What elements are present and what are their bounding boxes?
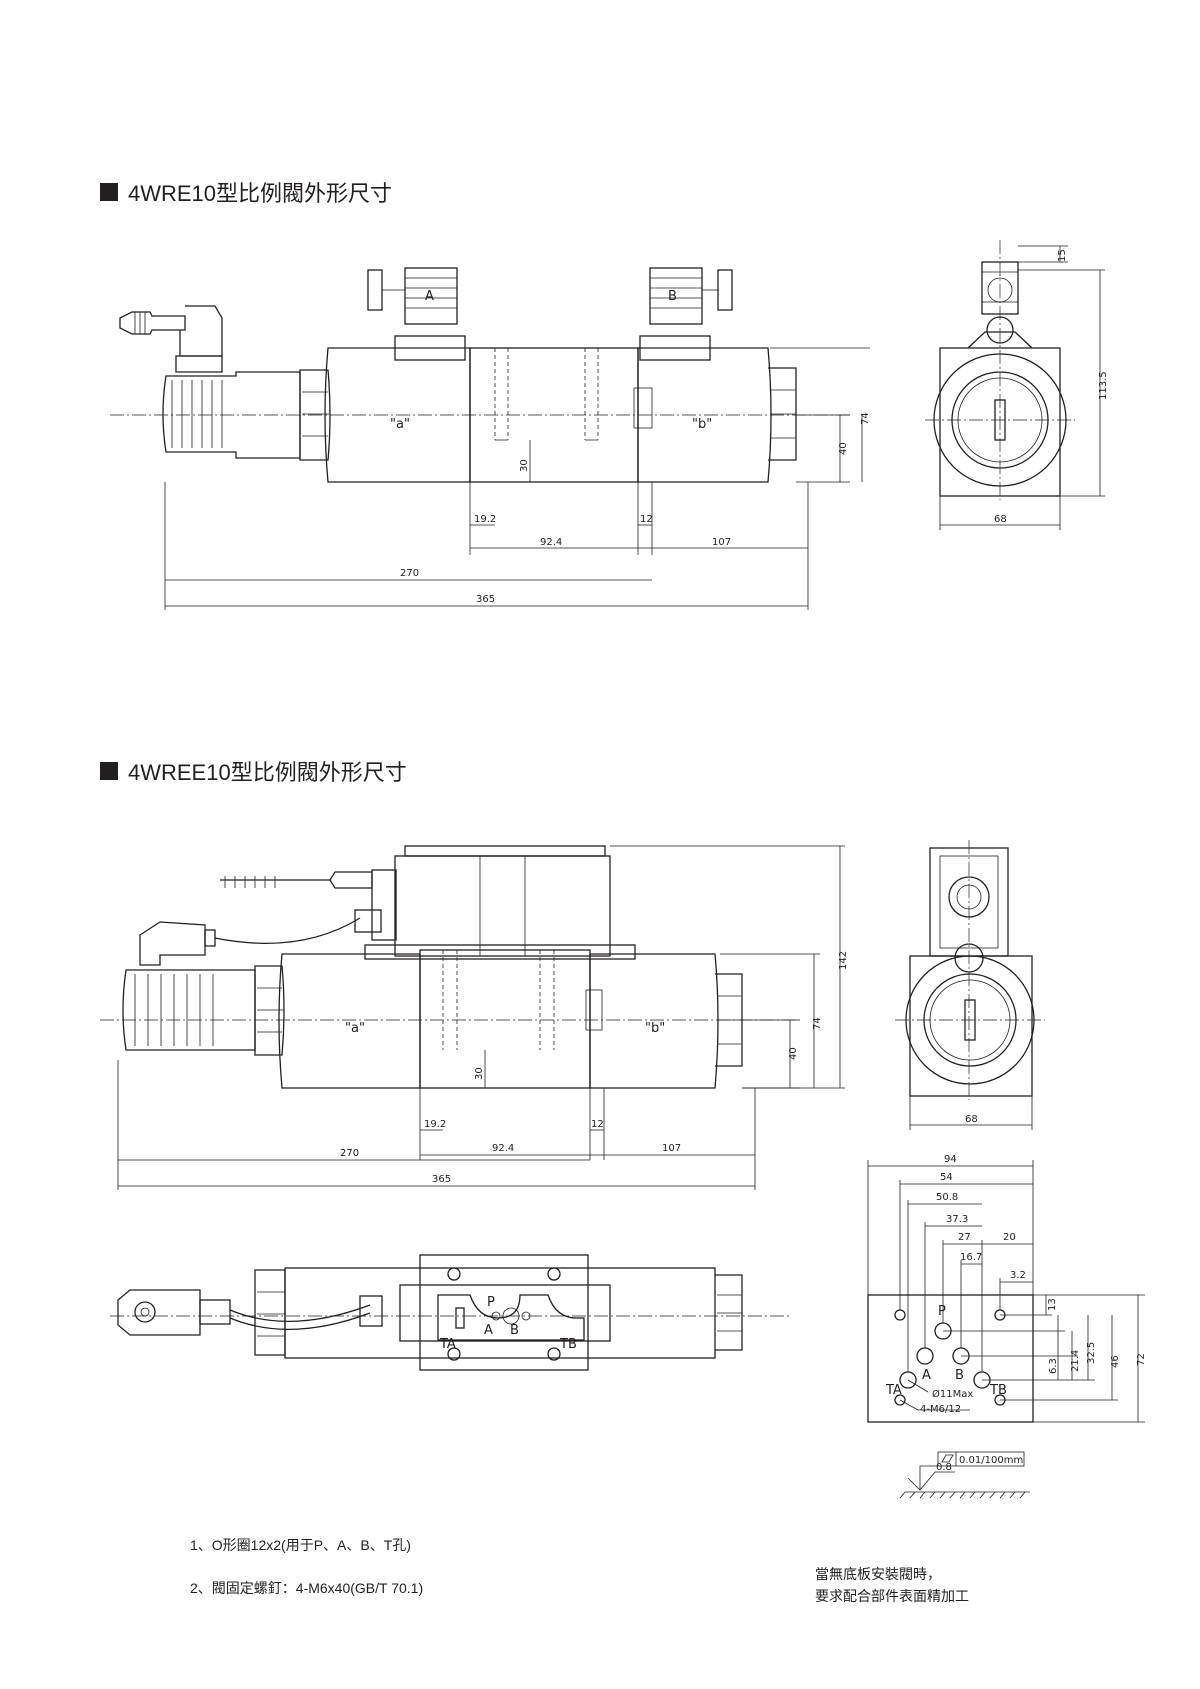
sub-dim-20: 20 bbox=[1003, 1232, 1016, 1243]
flatness-value: 0.01/100mm bbox=[959, 1455, 1023, 1466]
top-port-a: A bbox=[484, 1323, 493, 1338]
note-2: 2、閥固定螺釘：4-M6x40(GB/T 70.1) bbox=[190, 1580, 424, 1596]
dim2-142: 142 bbox=[838, 951, 849, 970]
side2-dim-68: 68 bbox=[965, 1114, 978, 1125]
sub-dim-32-5: 32.5 bbox=[1086, 1342, 1097, 1364]
dim-92-4: 92.4 bbox=[540, 537, 562, 548]
wre10-front-view: A B "a" "b" 40 74 30 19.2 12 92.4 107 27… bbox=[110, 267, 871, 610]
note-1: 1、O形圈12x2(用于P、A、B、T孔) bbox=[190, 1537, 411, 1553]
section2-title: 4WREE10型比例閥外形尺寸 bbox=[128, 760, 407, 785]
sub-port-p: P bbox=[938, 1304, 946, 1319]
dim-74: 74 bbox=[860, 412, 871, 425]
dim-19-2: 19.2 bbox=[474, 514, 496, 525]
dim-365: 365 bbox=[476, 594, 495, 605]
sub-dim-72: 72 bbox=[1136, 1353, 1147, 1366]
dim2-74: 74 bbox=[812, 1017, 823, 1030]
dim-270: 270 bbox=[400, 568, 419, 579]
sub-port-ta: TA bbox=[885, 1383, 902, 1398]
sub-dim-94: 94 bbox=[944, 1154, 957, 1165]
sub-port-a: A bbox=[922, 1368, 931, 1383]
top-port-tb: TB bbox=[559, 1337, 577, 1352]
solenoid-b-label: "b" bbox=[692, 417, 712, 432]
remark-line-1: 當無底板安裝閥時， bbox=[815, 1566, 941, 1582]
roughness-value: 0.8 bbox=[936, 1462, 952, 1473]
section1-heading: 4WRE10型比例閥外形尺寸 bbox=[100, 176, 392, 208]
dim2-30: 30 bbox=[474, 1067, 485, 1080]
sub-port-tb: TB bbox=[989, 1383, 1007, 1398]
solenoid-b-label-2: "b" bbox=[645, 1021, 665, 1036]
subplate-interface: P A B TA TB Ø11Max 4-M6/12 94 54 50.8 37… bbox=[867, 1154, 1147, 1499]
side-dim-113-5: 113.5 bbox=[1098, 371, 1109, 400]
sub-hole-note: Ø11Max bbox=[932, 1388, 973, 1400]
bullet-square-icon bbox=[100, 762, 118, 780]
side-dim-68: 68 bbox=[994, 514, 1007, 525]
top-port-b: B bbox=[510, 1323, 519, 1338]
dim2-107: 107 bbox=[662, 1143, 681, 1154]
dim-12: 12 bbox=[640, 514, 653, 525]
sub-dim-3-2: 3.2 bbox=[1010, 1270, 1026, 1281]
sub-dim-6-3: 6.3 bbox=[1048, 1358, 1059, 1374]
sub-dim-21-4: 21.4 bbox=[1070, 1350, 1081, 1372]
plug-b-label: B bbox=[668, 289, 677, 304]
sub-dim-16-7: 16.7 bbox=[960, 1252, 982, 1263]
top-port-ta: TA bbox=[439, 1337, 456, 1352]
dim2-92-4: 92.4 bbox=[492, 1143, 514, 1154]
section2-heading: 4WREE10型比例閥外形尺寸 bbox=[100, 755, 407, 787]
dim2-365: 365 bbox=[432, 1174, 451, 1185]
sub-dim-13: 13 bbox=[1047, 1298, 1058, 1311]
dim2-12: 12 bbox=[591, 1119, 604, 1130]
sub-dim-37-3: 37.3 bbox=[946, 1214, 968, 1225]
top-port-p: P bbox=[487, 1295, 495, 1310]
wree10-front-view: "a" "b" 40 74 142 30 19.2 12 92.4 107 27… bbox=[100, 845, 849, 1190]
wree10-top-view: P A B TA TB bbox=[110, 1254, 790, 1371]
dim-30: 30 bbox=[519, 459, 530, 472]
solenoid-a-label-2: "a" bbox=[345, 1021, 365, 1036]
dim-107: 107 bbox=[712, 537, 731, 548]
sub-thread-note: 4-M6/12 bbox=[920, 1404, 961, 1415]
dim2-270: 270 bbox=[340, 1148, 359, 1159]
remark-line-2: 要求配合部件表面精加工 bbox=[815, 1588, 969, 1604]
sub-dim-50-8: 50.8 bbox=[936, 1192, 958, 1203]
sub-dim-27: 27 bbox=[958, 1232, 971, 1243]
sub-dim-54: 54 bbox=[940, 1172, 953, 1183]
dim2-19-2: 19.2 bbox=[424, 1119, 446, 1130]
sub-port-b: B bbox=[955, 1368, 964, 1383]
side-dim-15: 15 bbox=[1057, 249, 1068, 262]
dim-40: 40 bbox=[838, 442, 849, 455]
wree10-side-view: 68 bbox=[895, 840, 1045, 1130]
solenoid-a-label: "a" bbox=[390, 417, 410, 432]
section1-title: 4WRE10型比例閥外形尺寸 bbox=[128, 181, 393, 206]
dim2-40: 40 bbox=[788, 1047, 799, 1060]
bullet-square-icon bbox=[100, 183, 118, 201]
sub-dim-46: 46 bbox=[1110, 1355, 1121, 1368]
wre10-side-view: 15 113.5 68 bbox=[925, 240, 1109, 530]
plug-a-label: A bbox=[425, 289, 434, 304]
